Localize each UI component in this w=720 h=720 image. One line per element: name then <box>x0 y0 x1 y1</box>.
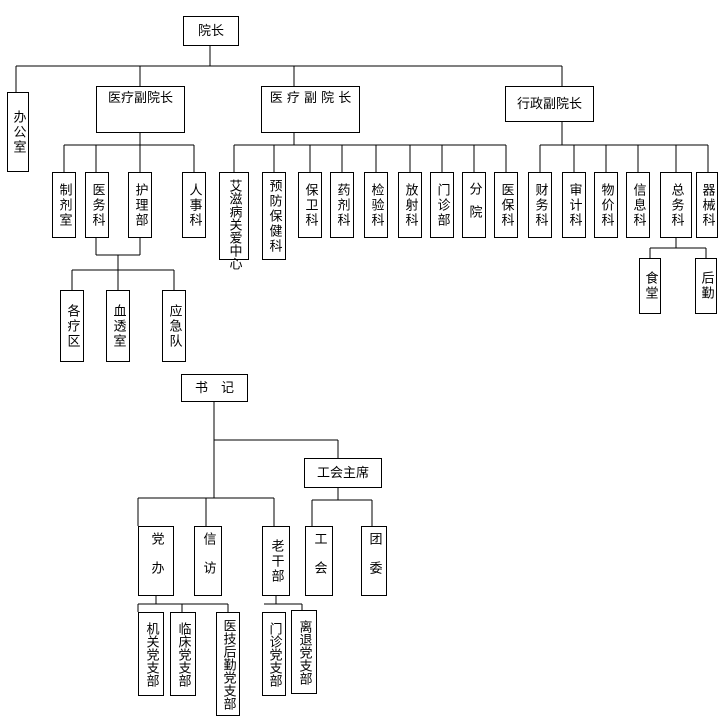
canteen-label: 食堂 <box>642 271 658 301</box>
insurance-label: 医保科 <box>498 182 514 228</box>
branch-organs-box: 机关党支部 <box>138 612 164 696</box>
party-office-box: 党办 <box>138 526 174 596</box>
retired-cadres-label: 老干部 <box>268 538 284 584</box>
union-chair-box: 工会主席 <box>304 458 382 488</box>
prevention-box: 预防保健科 <box>262 172 286 260</box>
dialysis-box: 血透室 <box>106 290 130 362</box>
union-chair-label: 工会主席 <box>316 465 369 481</box>
emergency-team-box: 应急队 <box>162 290 186 362</box>
vp-medical-1-label: 医疗副院长 <box>107 91 173 106</box>
petition-box: 信访 <box>194 526 222 596</box>
medical-affairs-box: 医务科 <box>85 172 109 238</box>
prevention-label: 预防保健科 <box>266 178 282 254</box>
audit-label: 审计科 <box>566 182 582 228</box>
branch-medtech-box: 医技后勤党支部 <box>216 612 240 716</box>
pharmacy-box: 药剂科 <box>330 172 354 238</box>
party-office-label: 党办 <box>148 532 164 590</box>
dialysis-label: 血透室 <box>110 303 126 349</box>
secretary-box: 书 记 <box>181 374 248 402</box>
general-affairs-box: 总务科 <box>660 172 692 238</box>
vp-admin-label: 行政副院长 <box>516 96 582 112</box>
lab-label: 检验科 <box>368 182 384 228</box>
outpatient-box: 门诊部 <box>430 172 454 238</box>
branch-outpatient-box: 门诊党支部 <box>262 612 286 696</box>
union-box: 工会 <box>305 526 333 596</box>
audit-box: 审计科 <box>562 172 586 238</box>
hr-label: 人事科 <box>186 182 202 228</box>
hr-box: 人事科 <box>182 172 206 238</box>
branch-label: 分院 <box>466 182 482 228</box>
equipment-box: 器械科 <box>696 172 718 238</box>
branch-organs-label: 机关党支部 <box>143 621 159 687</box>
pharmacy-prep-box: 制剂室 <box>52 172 76 238</box>
lab-box: 检验科 <box>364 172 388 238</box>
pricing-box: 物价科 <box>594 172 618 238</box>
retired-cadres-box: 老干部 <box>262 526 290 596</box>
aids-center-box: 艾滋病关爱中心 <box>219 172 249 270</box>
pricing-label: 物价科 <box>598 182 614 228</box>
equipment-label: 器械科 <box>699 182 715 228</box>
finance-box: 财务科 <box>528 172 552 238</box>
canteen-box: 食堂 <box>639 258 661 314</box>
logistics-label: 后勤 <box>698 271 714 301</box>
radiology-box: 放射科 <box>398 172 422 238</box>
it-box: 信息科 <box>626 172 650 238</box>
security-label: 保卫科 <box>302 182 318 228</box>
pharmacy-label: 药剂科 <box>334 182 350 228</box>
pharmacy-prep-label: 制剂室 <box>56 182 72 228</box>
youth-league-box: 团委 <box>361 526 387 596</box>
branch-outpatient-label: 门诊党支部 <box>266 621 282 687</box>
vp-medical-2-label: 医 疗 副 院 长 <box>269 91 352 106</box>
logistics-box: 后勤 <box>695 258 717 314</box>
emergency-team-label: 应急队 <box>166 303 182 349</box>
branch-clinical-box: 临床党支部 <box>170 612 196 696</box>
president-box: 院长 <box>183 16 239 46</box>
branch-box: 分院 <box>462 172 486 238</box>
nursing-label: 护理部 <box>132 182 148 228</box>
aids-center-label: 艾滋病关爱中心 <box>226 179 242 270</box>
petition-label: 信访 <box>200 532 216 590</box>
office-label: 办公室 <box>10 109 26 155</box>
insurance-box: 医保科 <box>494 172 518 238</box>
finance-label: 财务科 <box>532 182 548 228</box>
outpatient-label: 门诊部 <box>434 182 450 228</box>
youth-league-label: 团委 <box>366 532 382 590</box>
security-box: 保卫科 <box>298 172 322 238</box>
wards-label: 各疗区 <box>64 303 80 349</box>
union-label: 工会 <box>311 532 327 590</box>
vp-medical-1-box: 医疗副院长 <box>96 86 185 133</box>
general-affairs-label: 总务科 <box>668 182 684 228</box>
president-label: 院长 <box>197 23 224 39</box>
nursing-box: 护理部 <box>128 172 152 238</box>
wards-box: 各疗区 <box>60 290 84 362</box>
secretary-label: 书 记 <box>194 380 234 396</box>
vp-medical-2-box: 医 疗 副 院 长 <box>261 86 360 133</box>
medical-affairs-label: 医务科 <box>89 182 105 228</box>
branch-retired-label: 离退党支部 <box>296 619 312 685</box>
branch-medtech-label: 医技后勤党支部 <box>220 618 236 710</box>
branch-retired-box: 离退党支部 <box>291 610 317 694</box>
radiology-label: 放射科 <box>402 182 418 228</box>
branch-clinical-label: 临床党支部 <box>175 621 191 687</box>
it-label: 信息科 <box>630 182 646 228</box>
office-box: 办公室 <box>7 92 29 172</box>
vp-admin-box: 行政副院长 <box>505 86 594 122</box>
